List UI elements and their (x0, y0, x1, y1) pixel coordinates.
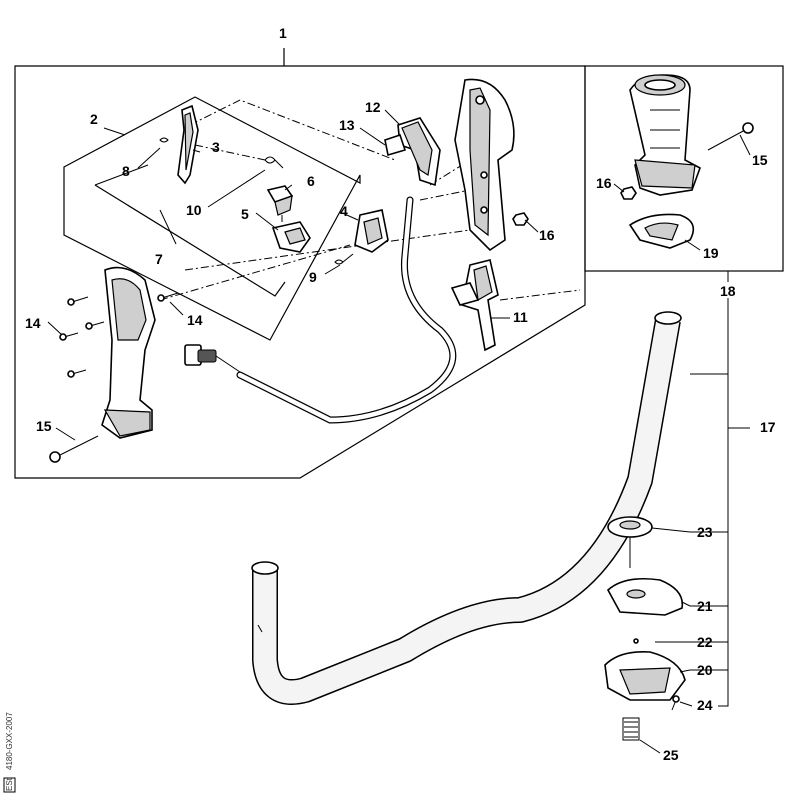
side-code: 4180-GXX-2007 ESt (3, 712, 16, 793)
assembly-2-frame (63, 96, 361, 341)
spring-25 (622, 717, 640, 741)
assembly-18-frame (584, 65, 784, 282)
callout-14b: 14 (187, 312, 203, 328)
clip-13 (384, 133, 407, 157)
callout-25: 25 (663, 747, 679, 763)
callout-2: 2 (90, 111, 98, 127)
leader-lines (47, 109, 751, 754)
callout-22: 22 (697, 634, 713, 650)
callout-17: 17 (760, 419, 776, 435)
callout-24: 24 (697, 697, 713, 713)
pin-22 (633, 638, 639, 644)
callout-6: 6 (307, 173, 315, 189)
throttle-cable (236, 196, 457, 424)
handle-housing-right (454, 78, 515, 252)
wire-connector (184, 344, 241, 373)
callout-14a: 14 (25, 315, 41, 331)
contact-block-5 (271, 221, 311, 253)
switch-block-12 (397, 117, 441, 187)
callout-23: 23 (697, 524, 713, 540)
callout-12: 12 (365, 99, 381, 115)
callout-5: 5 (241, 206, 249, 222)
callout-4: 4 (340, 203, 348, 219)
spring-10 (264, 156, 284, 169)
screw-24 (671, 695, 680, 711)
callout-1: 1 (279, 25, 287, 41)
screws-14 (59, 292, 179, 378)
grip-18 (629, 74, 701, 196)
callout-3: 3 (212, 139, 220, 155)
dashed-guides (159, 99, 581, 301)
bracket-17 (655, 298, 750, 707)
side-code-text: 4180-GXX-2007 (5, 712, 14, 770)
bolt-15-right (707, 122, 754, 151)
switch-6 (266, 185, 294, 222)
bracket-4 (354, 209, 389, 253)
callout-13: 13 (339, 117, 355, 133)
screw-icon (59, 332, 79, 341)
callout-7: 7 (155, 251, 163, 267)
throttle-trigger-11 (450, 259, 499, 352)
callout-15a: 15 (36, 418, 52, 434)
cover-21 (606, 577, 684, 616)
bolt-15-left (49, 435, 99, 463)
screw-icon (85, 321, 105, 330)
nut-16-right (620, 186, 637, 200)
spring-8 (159, 137, 169, 143)
callout-16b: 16 (539, 227, 555, 243)
callout-16a: 16 (596, 175, 612, 191)
callout-8: 8 (122, 163, 130, 179)
side-code-stamp: ESt (5, 777, 14, 791)
callout-9: 9 (309, 269, 317, 285)
callout-21: 21 (697, 598, 713, 614)
callout-20: 20 (697, 662, 713, 678)
screw-icon (157, 292, 179, 302)
lever-3 (177, 104, 199, 185)
knob-23 (607, 516, 653, 568)
callout-15b: 15 (752, 152, 768, 168)
callout-labels: 1 2 3 4 5 6 7 8 9 10 11 12 13 14 14 15 1… (25, 25, 776, 763)
screw-icon (67, 296, 89, 306)
clamp-19 (628, 213, 695, 249)
callout-19: 19 (703, 245, 719, 261)
callout-10: 10 (186, 202, 202, 218)
callout-18: 18 (720, 283, 736, 299)
loop-handle-tube (251, 311, 682, 705)
callout-11: 11 (513, 309, 528, 325)
nut-16-left (512, 212, 529, 226)
assembly-7-frame (94, 164, 286, 297)
screw-icon (67, 369, 87, 378)
spring-9 (334, 253, 354, 265)
base-20 (604, 650, 686, 701)
handle-housing-left (101, 266, 156, 439)
